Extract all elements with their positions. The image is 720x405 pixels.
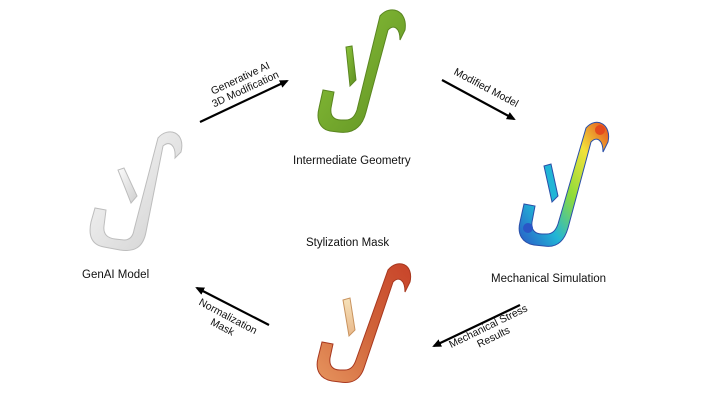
node-label-mechanical-simulation: Mechanical Simulation bbox=[491, 273, 607, 285]
arrow-intermediate-to-simulation bbox=[441, 79, 516, 120]
arrow-genai-to-intermediate bbox=[199, 80, 289, 123]
intermediate-geometry-hook bbox=[317, 9, 406, 133]
stylization-mask-hook bbox=[316, 263, 412, 383]
node-label-intermediate-geometry: Intermediate Geometry bbox=[293, 155, 411, 167]
genai-model-hook bbox=[89, 131, 183, 251]
node-label-genai-model: GenAI Model bbox=[82, 269, 150, 281]
stress-hotspot bbox=[595, 125, 605, 135]
node-label-stylization-mask: Stylization Mask bbox=[306, 237, 390, 249]
arrow-simulation-to-mask bbox=[432, 304, 521, 347]
arrow-mask-to-genai bbox=[195, 287, 270, 326]
stress-lowspot bbox=[523, 223, 533, 233]
mechanical-simulation-hook bbox=[518, 121, 610, 247]
